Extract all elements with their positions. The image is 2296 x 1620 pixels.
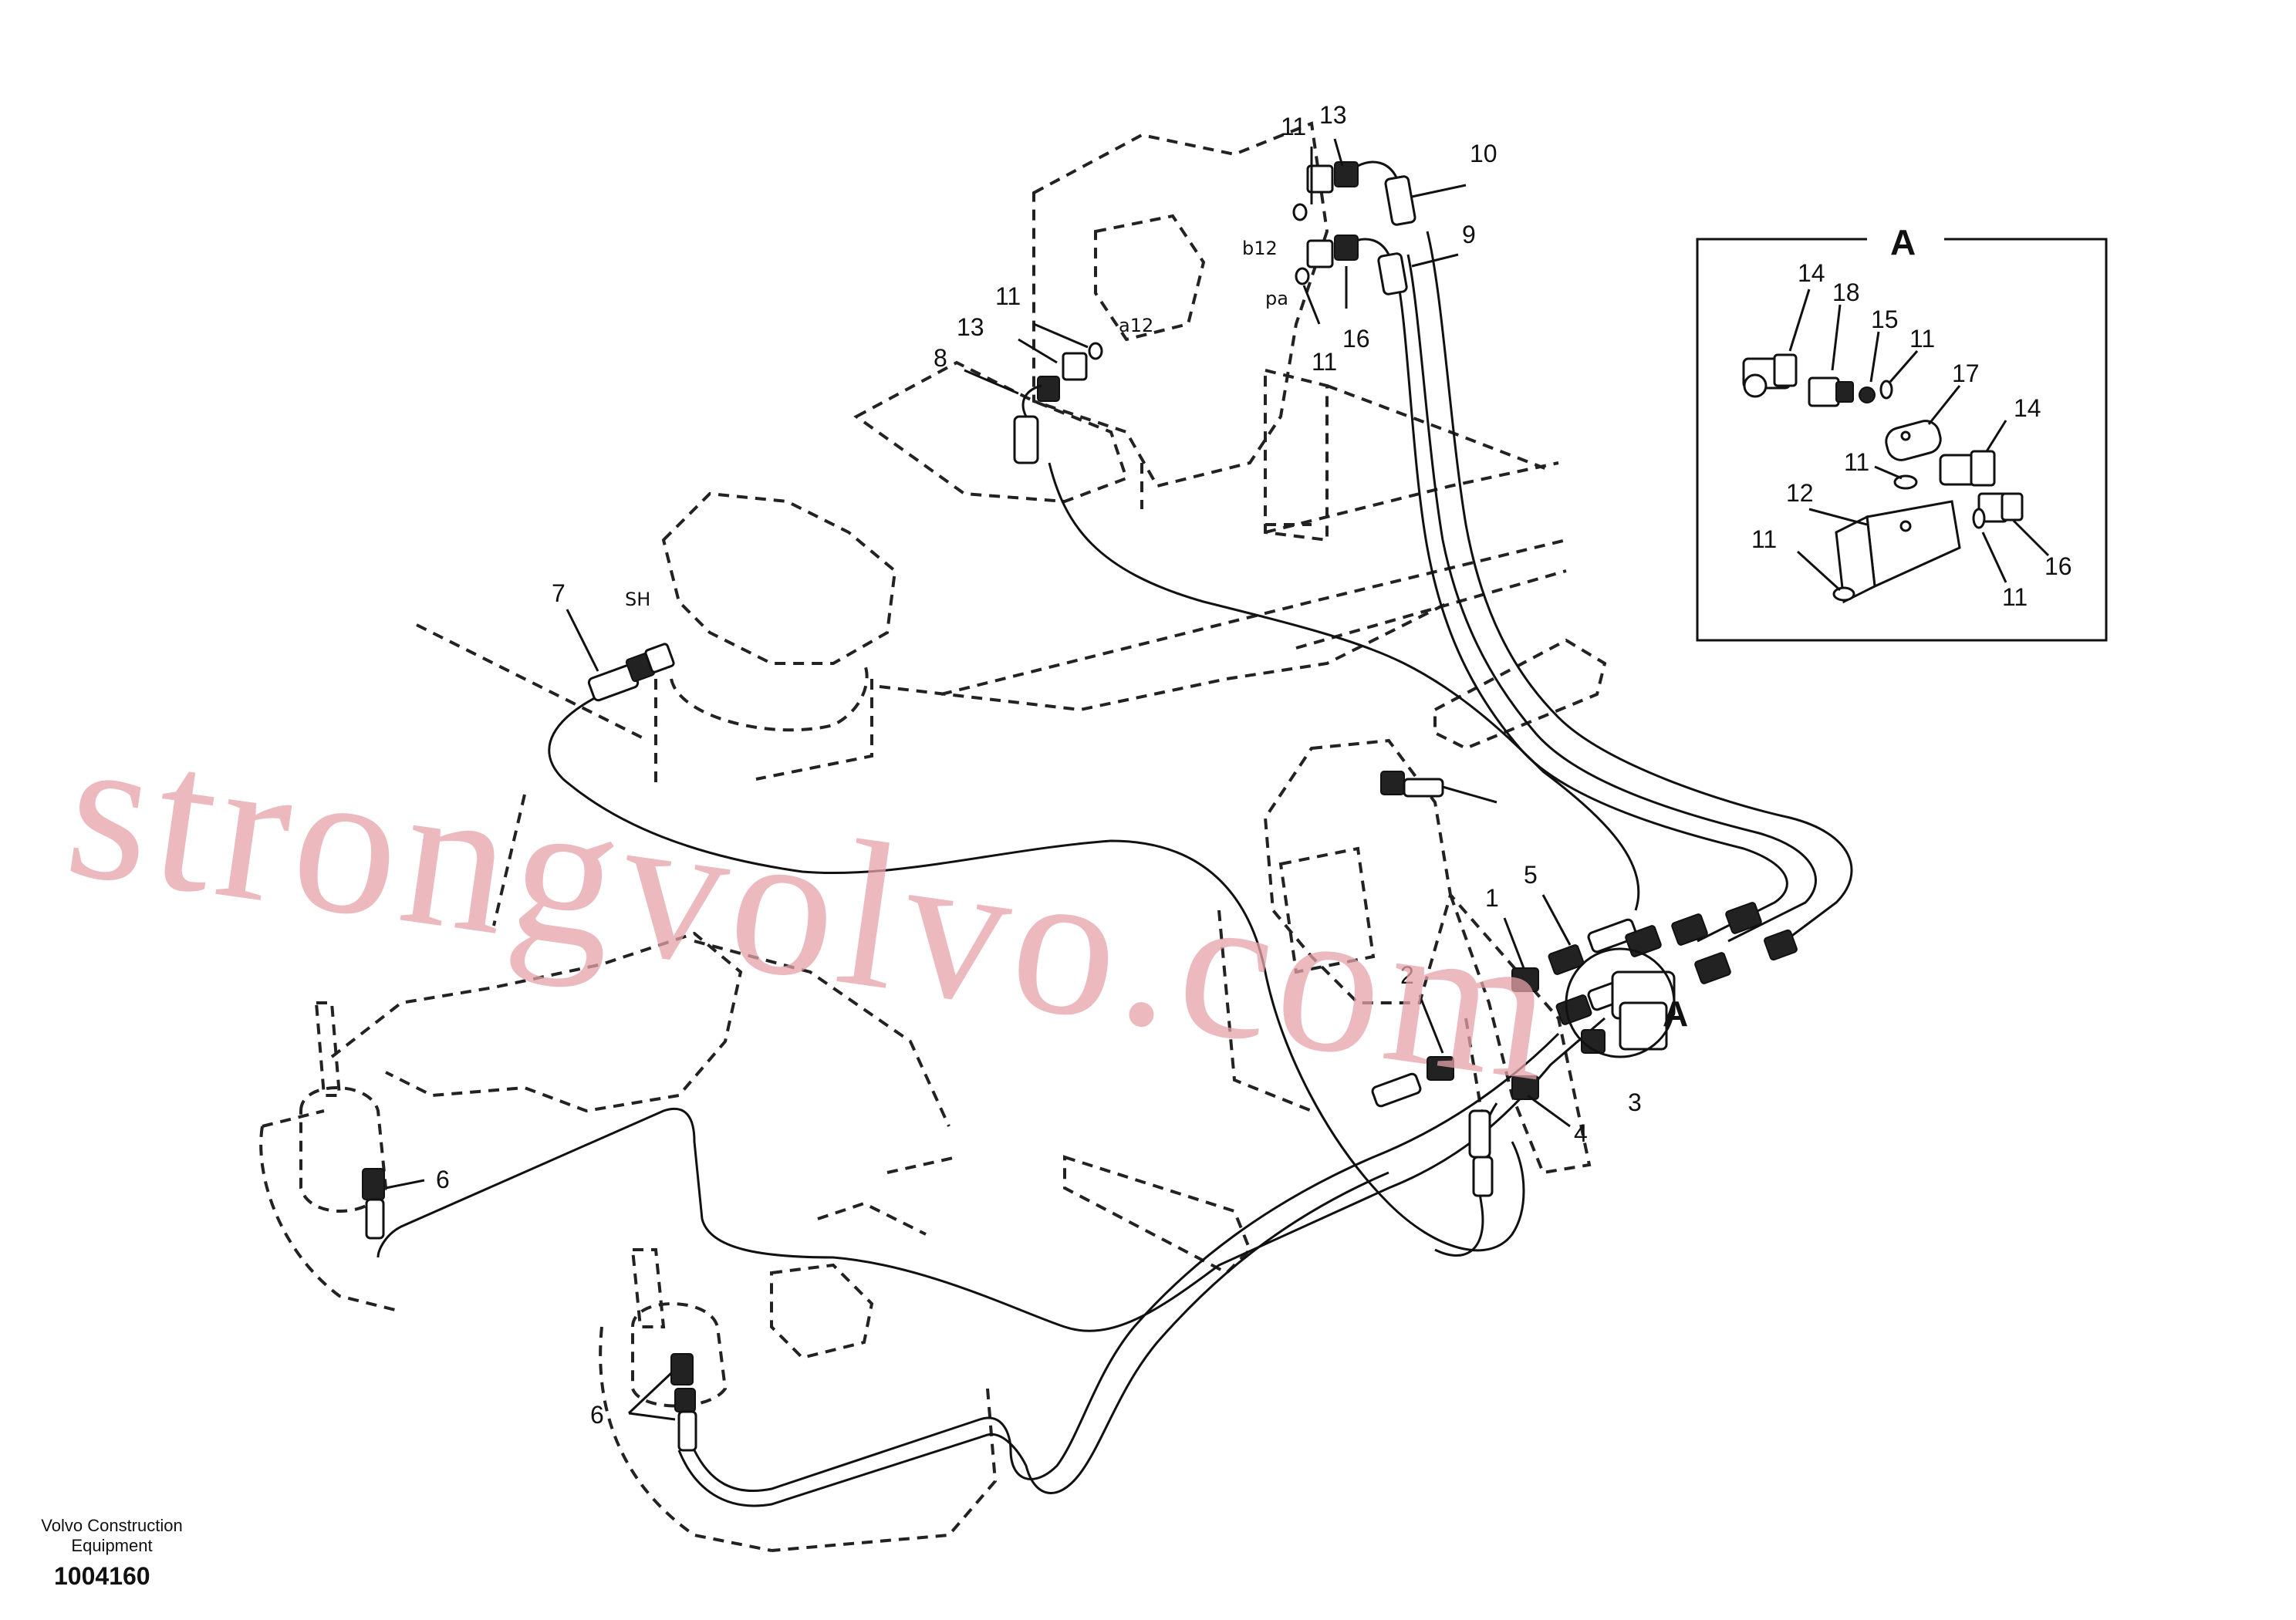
callout-7: 7 <box>552 579 566 607</box>
fittings <box>362 160 1798 1452</box>
callout-9: 9 <box>1462 221 1476 248</box>
detail-callout-16: 16 <box>2044 552 2072 580</box>
callout-16-top: 16 <box>1342 325 1370 353</box>
callout-13-top: 13 <box>1319 101 1347 129</box>
callout-6-lower: 6 <box>590 1401 604 1429</box>
main-callouts: 13 11 10 9 b12 pa 16 11 11 13 8 a12 7 SH… <box>385 101 1688 1429</box>
port-a12: a12 <box>1119 315 1153 336</box>
detail-callout-18: 18 <box>1832 278 1860 306</box>
reference-marker-a: A <box>1663 994 1688 1034</box>
callout-2: 2 <box>1400 961 1414 989</box>
callout-4: 4 <box>1574 1119 1588 1147</box>
callout-1: 1 <box>1485 884 1499 912</box>
hoses <box>376 231 1853 1507</box>
detail-callout-11-a: 11 <box>1909 325 1935 353</box>
footer-company: Volvo Construction Equipment <box>41 1516 183 1555</box>
port-sh: SH <box>625 589 650 610</box>
port-b12: b12 <box>1242 238 1278 259</box>
detail-callout-11-d: 11 <box>2002 583 2028 611</box>
callout-11-mid: 11 <box>1312 348 1337 376</box>
callout-3: 3 <box>1628 1088 1642 1116</box>
callout-8: 8 <box>934 344 947 372</box>
callout-5: 5 <box>1524 861 1538 889</box>
detail-callout-15: 15 <box>1871 305 1899 333</box>
detail-callout-11-b: 11 <box>1844 448 1869 476</box>
callout-11-left: 11 <box>995 282 1021 310</box>
detail-callout-14-right: 14 <box>2014 394 2041 422</box>
callout-10: 10 <box>1470 140 1497 167</box>
detail-callout-11-c: 11 <box>1751 525 1777 553</box>
callout-6-upper: 6 <box>436 1166 450 1193</box>
watermark-text: strongvolvo.com <box>56 689 1572 1126</box>
callout-13-left: 13 <box>957 313 984 341</box>
detail-callout-12: 12 <box>1786 479 1814 507</box>
footer-drawing-number: 1004160 <box>54 1562 150 1590</box>
detail-callout-17: 17 <box>1952 359 1980 387</box>
detail-callout-14-left: 14 <box>1798 259 1825 287</box>
port-pa: pa <box>1265 288 1288 309</box>
callout-11-top: 11 <box>1281 113 1306 140</box>
detail-box-title: A <box>1890 222 1916 262</box>
detail-box-a: A 14 18 15 11 17 <box>1696 222 2108 642</box>
